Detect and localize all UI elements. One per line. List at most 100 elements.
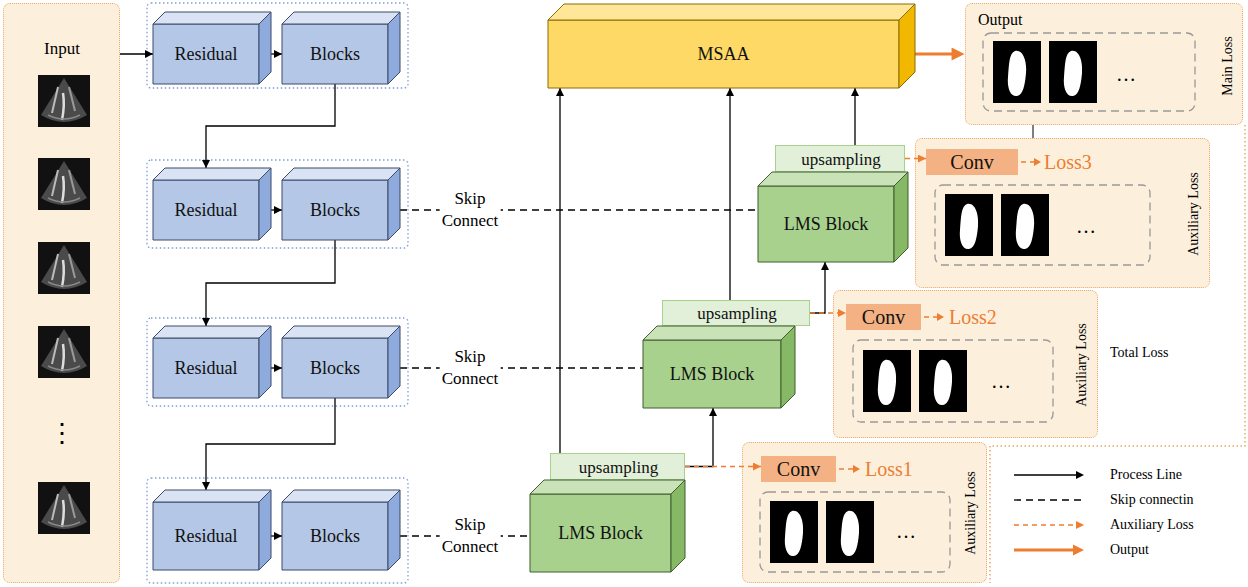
- ellipsis: …: [1076, 215, 1096, 238]
- block-label: Blocks: [310, 44, 360, 65]
- box-face: [153, 24, 259, 84]
- process-arrow: [729, 88, 730, 300]
- box-face: [530, 494, 671, 572]
- legend-text: Auxiliary Loss: [1110, 517, 1194, 533]
- block-label: LMS Block: [670, 364, 755, 385]
- lms-block: LMS Block: [643, 326, 795, 408]
- legend-text: Skip connectin: [1110, 492, 1194, 508]
- box-face: [282, 502, 388, 570]
- box-face: [530, 480, 685, 494]
- box-face: [671, 480, 685, 572]
- legend-item: Process Line: [1012, 462, 1194, 487]
- conv-box: Conv: [926, 149, 1018, 175]
- auxiliary-arrow: [810, 312, 846, 314]
- residual-block: Blocks: [282, 326, 400, 398]
- upsampling-box: upsampling: [662, 300, 810, 326]
- box-face: [153, 168, 271, 180]
- block-label: Blocks: [310, 526, 360, 547]
- panel-caption: Main Loss: [1220, 36, 1236, 96]
- legend-arrowhead: [1076, 521, 1084, 529]
- loss-name: Loss3: [1044, 151, 1092, 174]
- ellipsis: …: [896, 520, 916, 543]
- process-arrow: [271, 535, 282, 536]
- conv-label: Conv: [950, 151, 993, 174]
- box-face: [388, 326, 400, 398]
- box-face: [899, 4, 915, 88]
- box-face: [282, 24, 388, 84]
- edge-label: Skip Connect: [440, 514, 501, 558]
- connector-line: [1033, 125, 1034, 138]
- box-face: [259, 12, 271, 84]
- auxiliary-loss-panel: Conv Loss2 … Auxiliary Loss: [833, 290, 1098, 438]
- legend-line: [1014, 524, 1077, 526]
- legend-arrowhead: [1076, 471, 1084, 479]
- box-face: [548, 4, 915, 20]
- edge-label: Skip Connect: [440, 188, 501, 232]
- block-label: Residual: [175, 526, 238, 547]
- legend-item: Output: [1012, 537, 1194, 562]
- input-panel: Input⋮: [3, 3, 120, 583]
- upsampling-box: upsampling: [775, 145, 905, 172]
- output-arrow: [915, 52, 960, 55]
- loss-name: Loss2: [949, 306, 997, 329]
- block-label: MSAA: [697, 44, 749, 65]
- msaa-module: MSAA: [548, 4, 915, 88]
- conv-label: Conv: [862, 306, 905, 329]
- loss-name: Loss1: [865, 458, 913, 481]
- upsampling-label: upsampling: [801, 150, 880, 170]
- box-face: [282, 168, 400, 180]
- residual-block: Residual: [153, 168, 271, 240]
- legend-arrowhead: [1073, 544, 1084, 555]
- ellipsis: …: [991, 370, 1011, 393]
- process-arrow: [271, 367, 282, 368]
- box-face: [259, 490, 271, 570]
- box-face: [153, 180, 259, 240]
- panel-fills: [3, 3, 1243, 583]
- conv-box: Conv: [761, 456, 836, 482]
- legend-sample: [1012, 542, 1086, 558]
- box-face: [781, 326, 795, 408]
- process-arrow: [271, 209, 282, 210]
- legend-line: [1014, 548, 1074, 551]
- lms-block: LMS Block: [530, 480, 685, 572]
- auxiliary-loss-panel: Conv Loss3 … Auxiliary Loss: [915, 138, 1210, 288]
- lms-block: LMS Block: [758, 172, 908, 262]
- skip-connection: [400, 367, 643, 368]
- box-face: [758, 172, 908, 186]
- output-panel: Output…Main Loss: [965, 3, 1243, 125]
- legend-sample: [1012, 517, 1086, 533]
- upsampling-box: upsampling: [550, 453, 685, 480]
- legend: Process LineSkip connectinAuxiliary Loss…: [1012, 462, 1194, 562]
- process-arrow: [206, 240, 335, 326]
- box-face: [259, 326, 271, 398]
- upsampling-label: upsampling: [697, 304, 776, 324]
- residual-block: Blocks: [282, 490, 400, 570]
- echo-images: [38, 75, 90, 534]
- box-face: [153, 326, 271, 338]
- process-arrow: [559, 88, 560, 453]
- box-face: [548, 20, 899, 88]
- process-arrow: [206, 398, 335, 490]
- process-arrow: [120, 53, 153, 54]
- panel-caption: Auxiliary Loss: [1186, 172, 1202, 256]
- conv-box: Conv: [846, 304, 921, 330]
- edge-label: Skip Connect: [440, 346, 501, 390]
- block-group-frames: [147, 3, 408, 583]
- residual-block: Blocks: [282, 12, 400, 84]
- residual-block: Residual: [153, 12, 271, 84]
- process-arrow: [854, 88, 855, 145]
- box-face: [259, 168, 271, 240]
- panel-caption: Auxiliary Loss: [1074, 323, 1090, 407]
- box-face: [643, 326, 795, 340]
- process-arrow: [271, 53, 282, 54]
- legend-text: Process Line: [1110, 467, 1182, 483]
- residual-block: Blocks: [282, 168, 400, 240]
- legend-sample: [1012, 467, 1086, 483]
- block-label: Blocks: [310, 358, 360, 379]
- conv-label: Conv: [777, 458, 820, 481]
- box-face: [388, 12, 400, 84]
- residual-block: Residual: [153, 326, 271, 398]
- box-face: [643, 340, 781, 408]
- block-label: Residual: [175, 358, 238, 379]
- legend-text: Output: [1110, 542, 1149, 558]
